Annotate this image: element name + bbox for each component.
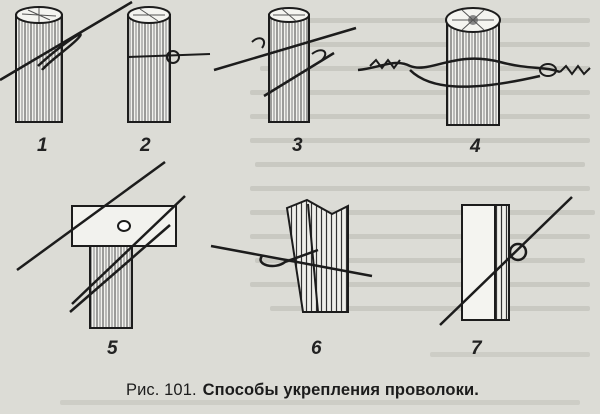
figure-number-1: 1: [37, 135, 48, 156]
figure-number-7: 7: [471, 338, 482, 359]
figure-number-3: 3: [292, 135, 303, 156]
figure-6-angle-support: [210, 198, 373, 313]
figure-caption: Рис. 101. Способы укрепления проволоки.: [126, 381, 486, 400]
figure-number-5: 5: [107, 338, 118, 359]
figure-caption-prefix: Рис. 101.: [126, 381, 197, 399]
figure-3-pole: [213, 7, 357, 123]
figure-1-pole: [0, 0, 133, 123]
wire-fastening-figures: [0, 0, 591, 329]
figure-4-pole: [357, 7, 591, 126]
figure-5-crossarm: [16, 160, 186, 329]
figure-number-6: 6: [311, 338, 322, 359]
figure-7-side-insulator: [439, 196, 573, 326]
figure-caption-text: Способы укрепления проволоки.: [202, 381, 479, 399]
figure-number-4: 4: [470, 136, 481, 157]
figure-2-pole: [127, 6, 211, 123]
figure-number-2: 2: [140, 135, 151, 156]
